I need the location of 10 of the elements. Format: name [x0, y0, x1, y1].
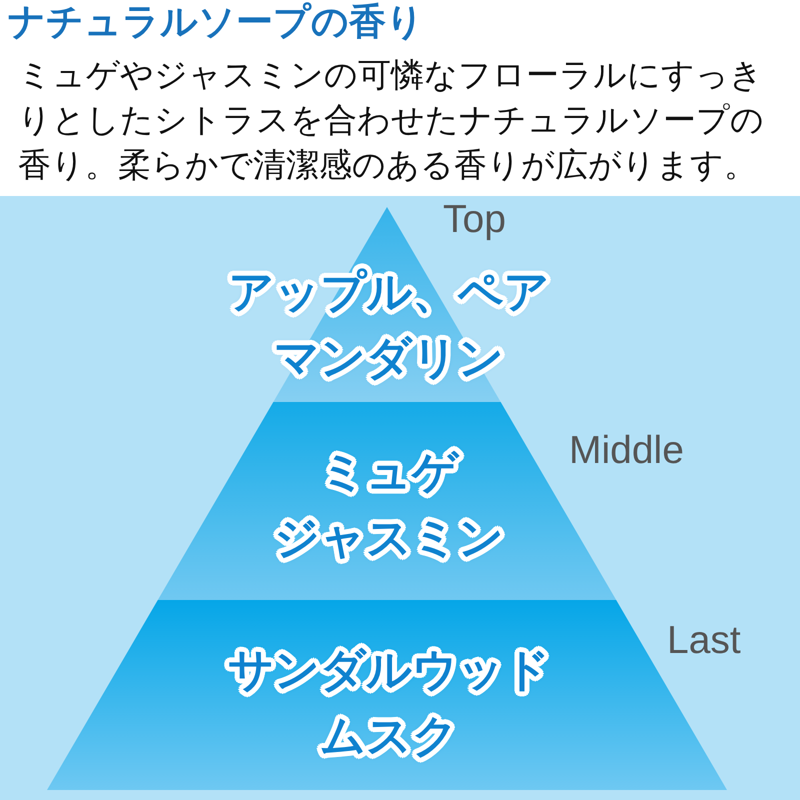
- tier-label: Middle: [569, 431, 684, 470]
- tier-text: ジャスミン: [273, 510, 505, 566]
- tier-text: サンダルウッド: [227, 642, 551, 698]
- description-text: ミュゲやジャスミンの可憐なフローラルにすっきりとしたシトラスを合わせたナチュラルソープの香り。柔らかで清潔感のある香りが広がります。: [18, 54, 765, 186]
- tier-label: Last: [667, 621, 741, 660]
- tier-label: Top: [443, 200, 506, 239]
- tier-text: マンダリン: [273, 330, 505, 386]
- title: ナチュラルソープの香り: [8, 0, 424, 44]
- tier-text: ムスク: [319, 708, 459, 764]
- tier-text: ミュゲ: [319, 444, 460, 500]
